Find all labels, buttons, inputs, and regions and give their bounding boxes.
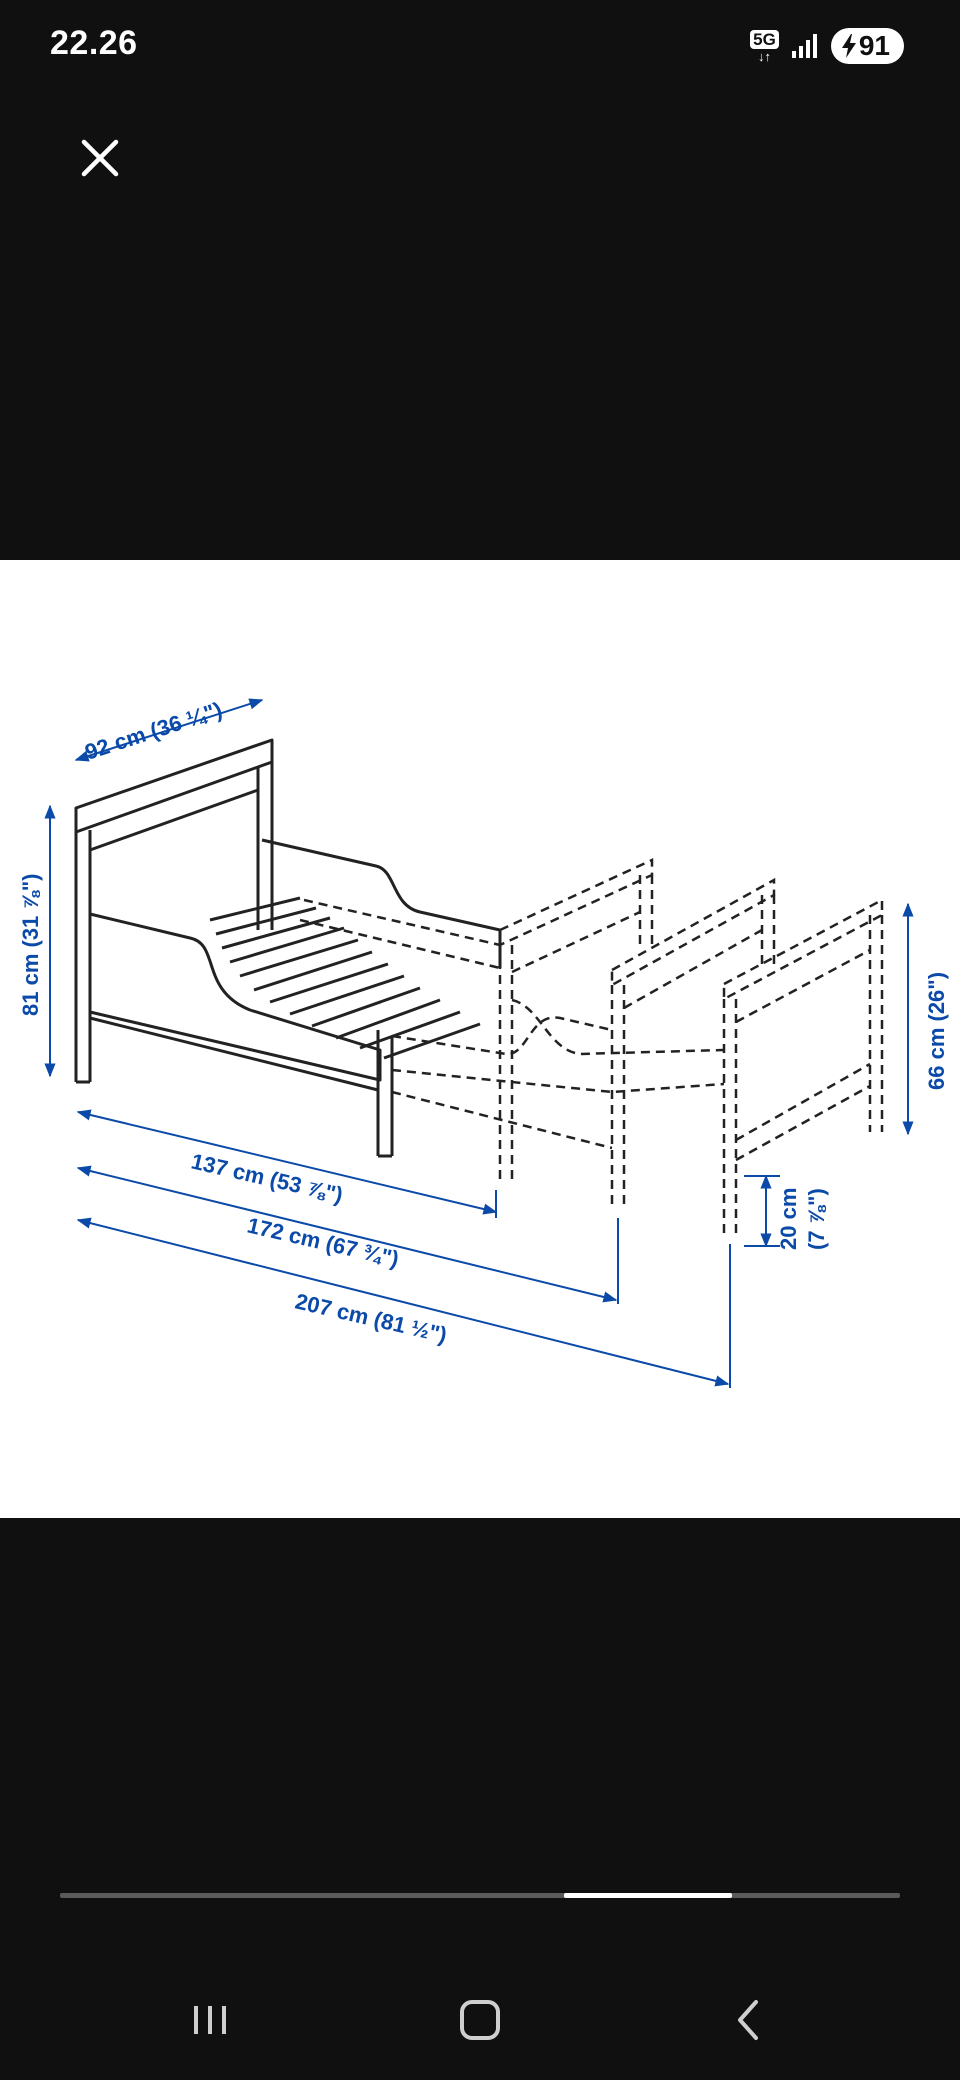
home-button[interactable] — [440, 1990, 520, 2050]
bed-extension-dashed — [299, 858, 884, 1236]
network-type-label: 5G — [750, 29, 779, 49]
close-button[interactable] — [74, 132, 126, 184]
battery-badge: 91 — [830, 28, 904, 64]
image-pager-indicator — [564, 1893, 732, 1898]
product-image-panel[interactable]: 92 cm (36 ¼") 81 cm (31 ⅞") 66 cm (26") … — [0, 560, 960, 1518]
recent-apps-button[interactable] — [170, 1990, 250, 2050]
back-button[interactable] — [708, 1990, 788, 2050]
dimension-lines — [44, 698, 914, 1388]
length-mid-label: 172 cm (67 ¾") — [245, 1213, 401, 1272]
back-icon — [738, 2000, 758, 2040]
height-label: 81 cm (31 ⅞") — [18, 873, 43, 1016]
battery-level: 91 — [858, 30, 890, 61]
leg-height-label-line2: (7 ⅞") — [804, 1188, 829, 1250]
lightning-bolt-icon — [841, 34, 856, 58]
leg-height-label-line1: 20 cm — [776, 1188, 801, 1250]
system-nav-bar — [0, 1960, 960, 2080]
status-bar: 22.26 5G ↓↑ 91 — [0, 0, 960, 90]
close-icon — [81, 139, 119, 177]
data-arrows-icon: ↓↑ — [758, 48, 771, 64]
signal-icon — [791, 34, 817, 58]
home-icon — [460, 2000, 500, 2040]
recent-apps-icon — [194, 2006, 226, 2034]
length-long-label: 207 cm (81 ½") — [293, 1289, 449, 1348]
network-5g-icon: 5G ↓↑ — [750, 29, 779, 64]
status-time: 22.26 — [50, 24, 138, 62]
bed-frame-solid — [74, 738, 502, 1158]
bed-dimension-drawing: 92 cm (36 ¼") 81 cm (31 ⅞") 66 cm (26") … — [18, 697, 949, 1388]
status-icons: 5G ↓↑ 91 — [750, 24, 904, 68]
ext-height-label: 66 cm (26") — [924, 972, 949, 1090]
image-pager-track — [60, 1893, 900, 1898]
width-label: 92 cm (36 ¼") — [82, 697, 225, 765]
